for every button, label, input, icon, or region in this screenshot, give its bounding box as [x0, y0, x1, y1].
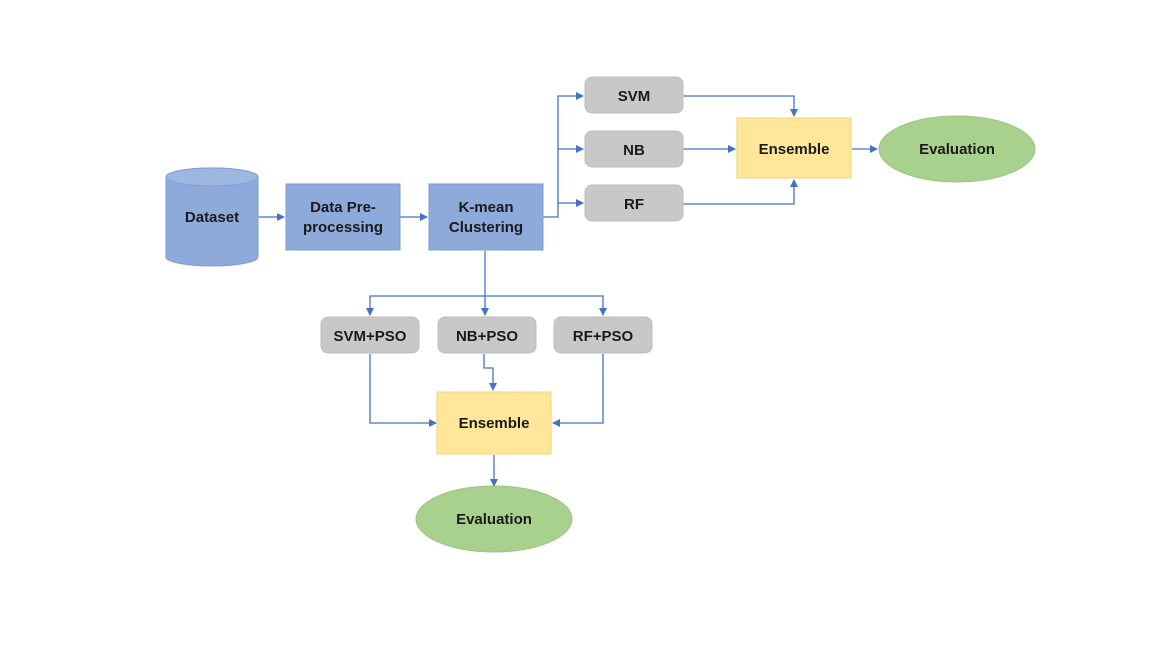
svm-box: [584, 76, 684, 114]
ensemble-bottom-label: Ensemble: [459, 415, 530, 432]
arrow-rf-to-ensemble: [683, 179, 798, 205]
evaluation-top-ellipse: [878, 115, 1036, 183]
kmeans-label-line1: K-mean: [458, 199, 513, 216]
svm-pso-label: SVM+PSO: [334, 328, 407, 345]
dataset-node: Dataset: [165, 167, 259, 267]
nb-pso-node: NB+PSO: [437, 316, 537, 354]
rf-pso-label: RF+PSO: [573, 328, 634, 345]
ensemble-top-box: [736, 117, 852, 179]
rf-pso-node: RF+PSO: [553, 316, 653, 354]
svm-node: SVM: [584, 76, 684, 114]
ensemble-top-node: Ensemble: [736, 117, 852, 179]
preprocessing-node: Data Pre- processing: [285, 183, 401, 251]
evaluation-top-node: Evaluation: [878, 115, 1036, 183]
preprocessing-box: [285, 183, 401, 251]
arrow-nb-pso-to-ensemble: [483, 354, 497, 391]
preprocessing-label-line1: Data Pre-: [310, 199, 376, 216]
nb-box: [584, 130, 684, 168]
arrow-svm-to-ensemble: [683, 95, 798, 117]
arrow-rf-pso-to-ensemble: [552, 354, 604, 427]
rf-label: RF: [624, 196, 644, 213]
nb-node: NB: [584, 130, 684, 168]
arrow-kmeans-to-svm-pso: [366, 295, 485, 316]
rf-pso-box: [553, 316, 653, 354]
kmeans-label-line2: Clustering: [449, 219, 523, 236]
connectors: [258, 92, 878, 487]
evaluation-bottom-ellipse: [415, 485, 573, 553]
rf-node: RF: [584, 184, 684, 222]
svm-label: SVM: [618, 88, 651, 105]
arrow-svm-pso-to-ensemble: [369, 354, 437, 427]
evaluation-bottom-node: Evaluation: [415, 485, 573, 553]
nb-pso-label: NB+PSO: [456, 328, 518, 345]
rf-box: [584, 184, 684, 222]
kmeans-node: K-mean Clustering: [428, 183, 544, 251]
arrow-kmeans-to-svm: [543, 92, 584, 218]
nb-label: NB: [623, 142, 645, 159]
preprocessing-label-line2: processing: [303, 219, 383, 236]
evaluation-top-label: Evaluation: [919, 141, 995, 158]
svm-pso-node: SVM+PSO: [320, 316, 420, 354]
ensemble-bottom-box: [436, 391, 552, 455]
dataset-cylinder-top: [165, 167, 259, 187]
kmeans-box: [428, 183, 544, 251]
arrow-kmeans-to-rf-pso: [485, 295, 607, 316]
dataset-label: Dataset: [185, 209, 239, 226]
svm-pso-box: [320, 316, 420, 354]
evaluation-bottom-label: Evaluation: [456, 511, 532, 528]
nb-pso-box: [437, 316, 537, 354]
ensemble-top-label: Ensemble: [759, 141, 830, 158]
ensemble-bottom-node: Ensemble: [436, 391, 552, 455]
